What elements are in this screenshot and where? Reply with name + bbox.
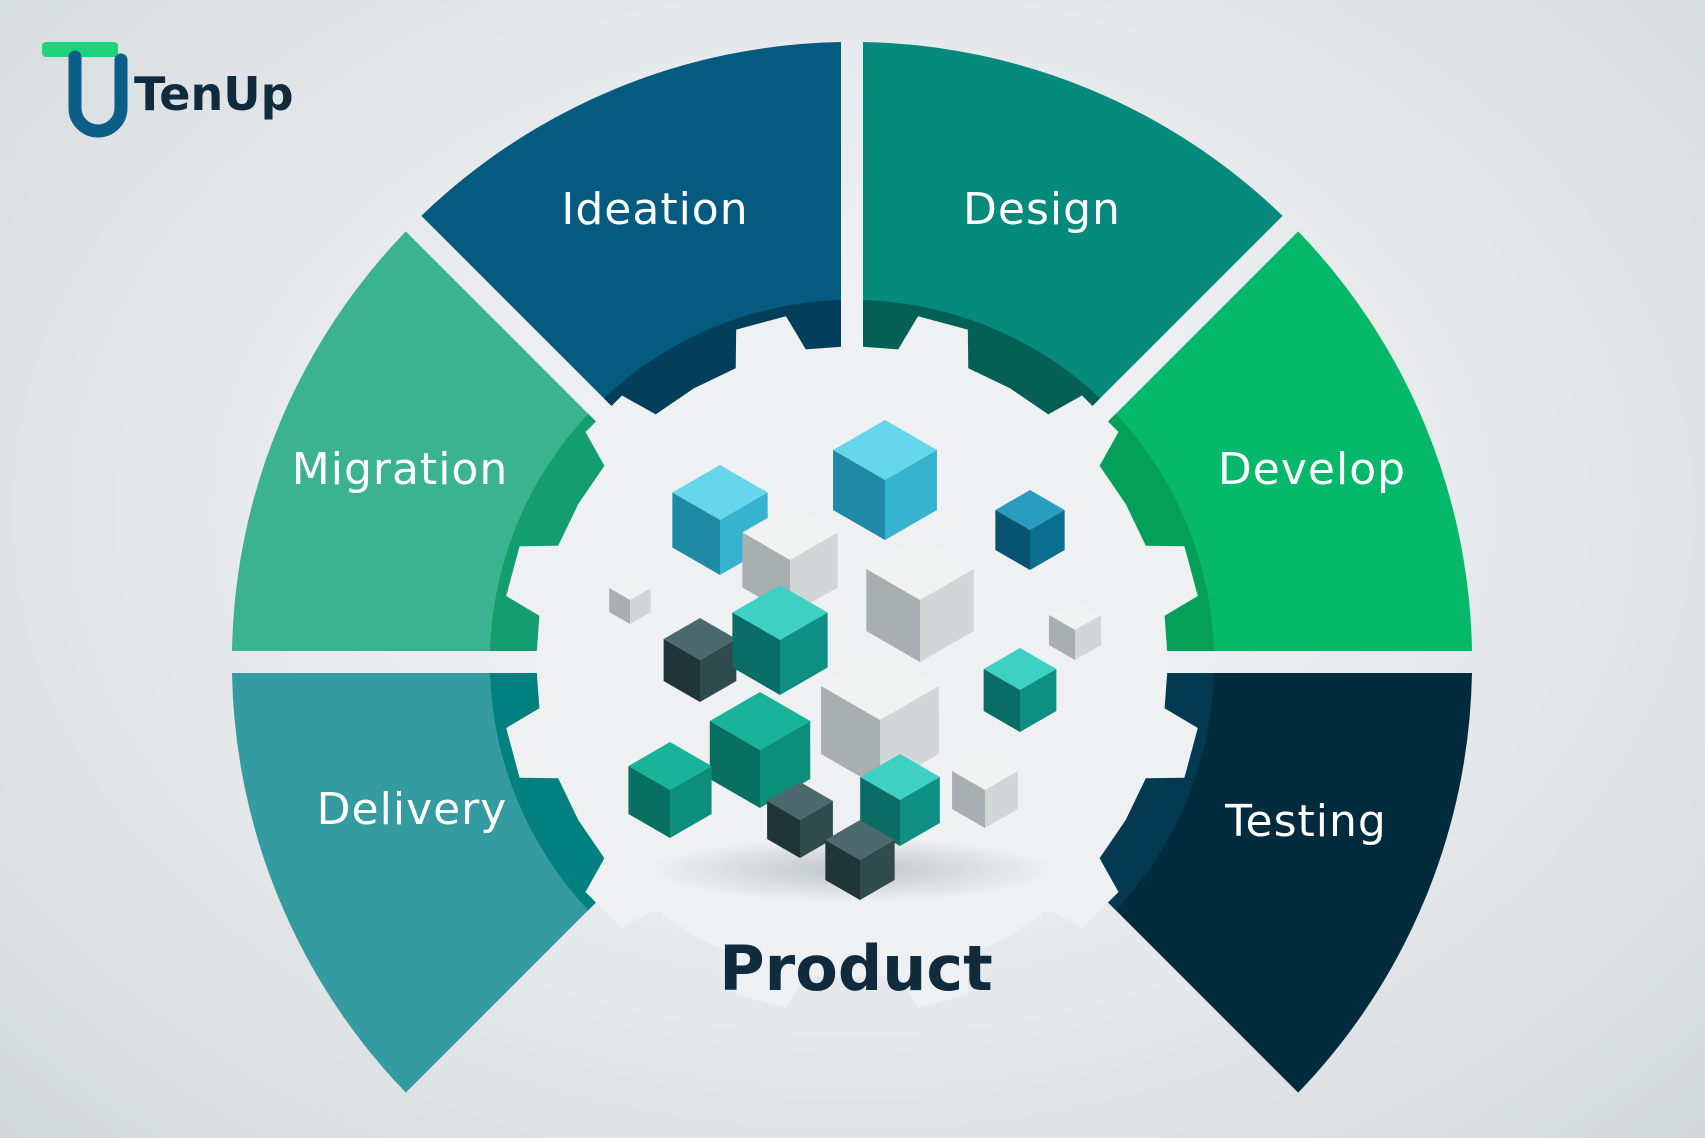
- segment-design-label: Design: [963, 184, 1121, 235]
- brand-name: TenUp: [134, 67, 294, 121]
- segment-migration-label: Migration: [292, 444, 508, 495]
- gear-hub: [506, 316, 1198, 1008]
- segment-testing-label: Testing: [1224, 796, 1387, 847]
- segment-develop-label: Develop: [1218, 444, 1406, 495]
- tenup-logo: TenUp: [42, 42, 294, 131]
- segment-ideation-label: Ideation: [561, 184, 748, 235]
- center-label: Product: [719, 932, 993, 1005]
- segment-delivery-label: Delivery: [317, 784, 508, 835]
- tenup-logo-icon: [42, 42, 121, 131]
